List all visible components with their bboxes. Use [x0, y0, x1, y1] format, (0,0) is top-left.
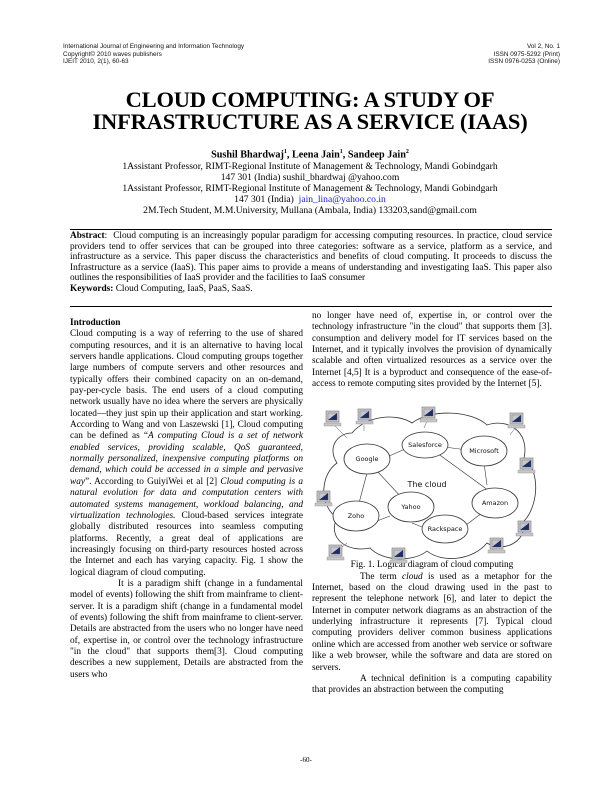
right-paragraph-1: no longer have need of, expertise in, or…: [312, 311, 552, 390]
right-paragraph-3: A technical definition is a computing ca…: [312, 673, 552, 696]
page-number: -60-: [300, 756, 312, 764]
affiliation-text: 147 301 (India): [234, 194, 294, 206]
text: is used as a metaphor for the Internet, …: [312, 571, 552, 673]
paper-title: CLOUD COMPUTING: A STUDY OF INFRASTRUCTU…: [60, 87, 560, 134]
author-names: Sushil Bhardwaj1, Leena Jain1, Sandeep J…: [211, 149, 409, 161]
node-label: Microsoft: [469, 447, 499, 455]
node-label: Yahoo: [400, 503, 420, 511]
volume: Vol 2, No. 1: [526, 43, 560, 50]
title-line-2: INFRASTRUCTURE AS A SERVICE (IAAS): [92, 109, 528, 134]
abstract-label: Abstract: [70, 231, 105, 241]
author-sup: 1: [339, 149, 343, 155]
cloud-center-label: The cloud: [406, 480, 446, 489]
issn-print: ISSN 0975-5292 (Print): [493, 50, 560, 58]
node-label: Amazon: [482, 499, 508, 507]
author-block: Sushil Bhardwaj1, Leena Jain1, Sandeep J…: [60, 147, 560, 217]
section-heading-introduction: Introduction: [70, 318, 121, 328]
cloud-outline: [323, 412, 537, 560]
provider-nodes: [332, 431, 519, 544]
text: Cloud computing is a way of referring to…: [70, 329, 303, 442]
affiliation: 147 301 (India) jain_lina@yahoo.co.in: [60, 194, 560, 205]
left-column: Introduction Cloud computing is a way of…: [70, 318, 303, 681]
affiliation: 1Assistant Professor, RIMT-Regional Inst…: [122, 160, 498, 172]
node-label: Google: [356, 455, 379, 463]
intro-paragraph-1: Cloud computing is a way of referring to…: [70, 329, 303, 579]
author-name: Sandeep Jain: [347, 149, 406, 161]
quote: Cloud computing is a natural evolution f…: [70, 476, 303, 521]
text: ”. According to GuiyiWei et al [2]: [84, 476, 221, 487]
right-paragraph-2: The term cloud is used as a metaphor for…: [312, 572, 552, 674]
copyright: Copyright© 2010 waves publishers: [63, 50, 162, 58]
figure-caption: Fig. 1. Logical diagram of cloud computi…: [350, 560, 514, 571]
keywords-text: Cloud Computing, IaaS, PaaS, SaaS.: [115, 283, 253, 294]
journal-name: International Journal of Engineering and…: [63, 43, 245, 50]
affiliation: 147 301 (India) sushil_bhardwaj @yahoo.c…: [220, 171, 400, 183]
node-label: Rackspace: [428, 525, 463, 533]
journal-header-left: International Journal of Engineering and…: [63, 43, 244, 66]
node-label: Salesforce: [408, 441, 442, 449]
author-name: Leena Jain: [291, 149, 340, 161]
author-name: Sushil Bhardwaj: [211, 149, 284, 161]
divider-bottom-left: [70, 306, 552, 307]
abstract: Abstract: Cloud computing is an increasi…: [70, 231, 553, 294]
author-sup: 2: [405, 149, 409, 155]
divider-top: [70, 229, 552, 230]
issn-online: ISSN 0976-0253 (Online): [488, 58, 560, 66]
intro-paragraph-2: It is a paradigm shift (change in a fund…: [70, 578, 303, 680]
email-link[interactable]: jain_lina@yahoo.co.in: [298, 194, 386, 206]
right-column: no longer have need of, expertise in, or…: [312, 311, 552, 697]
author-sup: 1: [283, 149, 287, 155]
abstract-text: Cloud computing is an increasingly popul…: [70, 231, 553, 283]
title-line-1: CLOUD COMPUTING: A STUDY OF: [125, 87, 495, 112]
citation: IJEIT 2010, 2(1), 60-63: [63, 58, 129, 66]
text: The term: [360, 571, 403, 582]
quote: A computing Cloud is a set of network en…: [70, 431, 303, 487]
affiliation: 1Assistant Professor, RIMT-Regional Inst…: [122, 183, 498, 194]
node-label: Zoho: [348, 512, 365, 520]
affiliation: 2M.Tech Student, M.M.University, Mullana…: [143, 205, 477, 217]
text: Cloud-based services integrate globally …: [70, 510, 303, 578]
term: cloud: [402, 571, 423, 582]
journal-header-right: Vol 2, No. 1 ISSN 0975-5292 (Print) ISSN…: [488, 43, 560, 66]
cloud-diagram-figure: Google Salesforce Microsoft Amazon Racks…: [314, 406, 537, 564]
keywords-label: Keywords:: [70, 283, 114, 294]
